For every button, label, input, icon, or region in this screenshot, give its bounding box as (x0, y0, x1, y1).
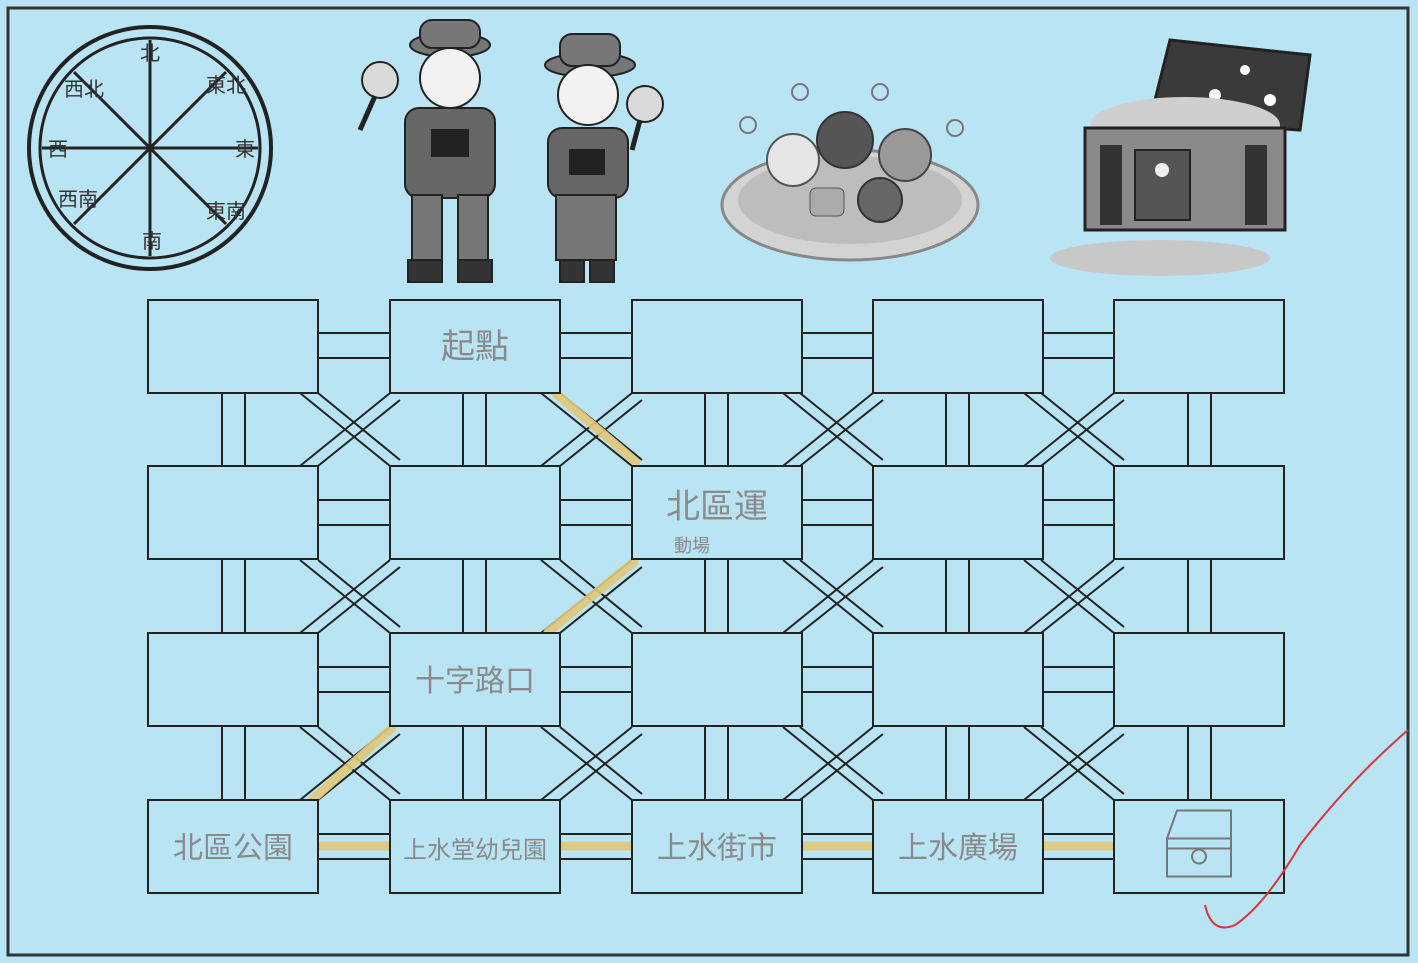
location-box-frame (147, 465, 319, 560)
location-box-frame (872, 465, 1044, 560)
location-label: 上水廣場 (898, 831, 1018, 866)
location-box-frame (631, 799, 803, 894)
location-box-r4c3: 上水街市 (631, 799, 803, 894)
compass-west-label: 西 (48, 137, 68, 161)
location-box-r3c5 (1113, 632, 1285, 727)
location-box-r2c5 (1113, 465, 1285, 560)
sheet-border (6, 6, 1410, 957)
location-box-frame (389, 632, 561, 727)
location-box-frame (147, 799, 319, 894)
location-box-r3c4 (872, 632, 1044, 727)
treasure-chest-icon (1166, 809, 1232, 878)
location-box-frame (631, 299, 803, 394)
compass-southwest-label: 西南 (58, 187, 98, 211)
explorer-girl-icon (544, 33, 664, 283)
location-label: 上水街市 (657, 831, 777, 866)
location-box-r1c3 (631, 299, 803, 394)
location-label: 十字路口 (415, 664, 535, 699)
compass-east-label: 東 (235, 137, 255, 161)
location-box-frame (872, 799, 1044, 894)
location-box-r2c4 (872, 465, 1044, 560)
location-box-frame (389, 799, 561, 894)
highlighted-route (307, 385, 1119, 851)
location-box-r1c1 (147, 299, 319, 394)
animal-bath-icon (720, 83, 980, 262)
location-box-r4c1: 北區公園 (147, 799, 319, 894)
location-box-frame (872, 632, 1044, 727)
location-box-r3c2: 十字路口 (389, 632, 561, 727)
location-box-r4c2: 上水堂幼兒園 (389, 799, 561, 894)
location-box-frame (631, 632, 803, 727)
location-box-r3c3 (631, 632, 803, 727)
location-box-r2c1 (147, 465, 319, 560)
location-box-frame (147, 632, 319, 727)
check-mark-icon (1204, 729, 1409, 929)
compass-north-label: 北 (140, 41, 160, 65)
location-box-frame (147, 299, 319, 394)
location-box-r3c1 (147, 632, 319, 727)
grid-paths (221, 332, 1212, 860)
location-box-frame (631, 465, 803, 560)
location-box-r4c5 (1113, 799, 1285, 894)
location-box-frame (1113, 299, 1285, 394)
compass-northwest-label: 西北 (64, 77, 104, 101)
explorers-icon (357, 19, 664, 283)
location-box-r1c4 (872, 299, 1044, 394)
location-label: 北區運 (666, 487, 768, 527)
location-box-frame (872, 299, 1044, 394)
location-box-r2c2 (389, 465, 561, 560)
location-label: 上水堂幼兒園 (403, 836, 547, 864)
location-label: 起點 (441, 327, 509, 367)
horizontal-roads (318, 332, 1114, 860)
compass-south-label: 南 (142, 229, 162, 253)
compass-northeast-label: 東北 (206, 73, 246, 97)
location-box-frame (1113, 465, 1285, 560)
location-box-r1c5 (1113, 299, 1285, 394)
location-sublabel: 動場 (674, 536, 710, 557)
location-label: 北區公園 (173, 831, 293, 866)
location-box-r1c2: 起點 (389, 299, 561, 394)
compass-southeast-label: 東南 (206, 199, 246, 223)
explorer-boy-icon (357, 19, 496, 283)
location-box-r4c4: 上水廣場 (872, 799, 1044, 894)
diagonal-roads (299, 392, 1125, 801)
vertical-roads (221, 393, 1212, 800)
location-box-frame (389, 299, 561, 394)
location-box-frame (1113, 799, 1285, 894)
location-box-frame (1113, 632, 1285, 727)
treasure-chest-icon (1050, 38, 1312, 276)
compass: 北 東北 東 東南 南 西南 西 西北 (27, 25, 273, 271)
location-box-frame (389, 465, 561, 560)
